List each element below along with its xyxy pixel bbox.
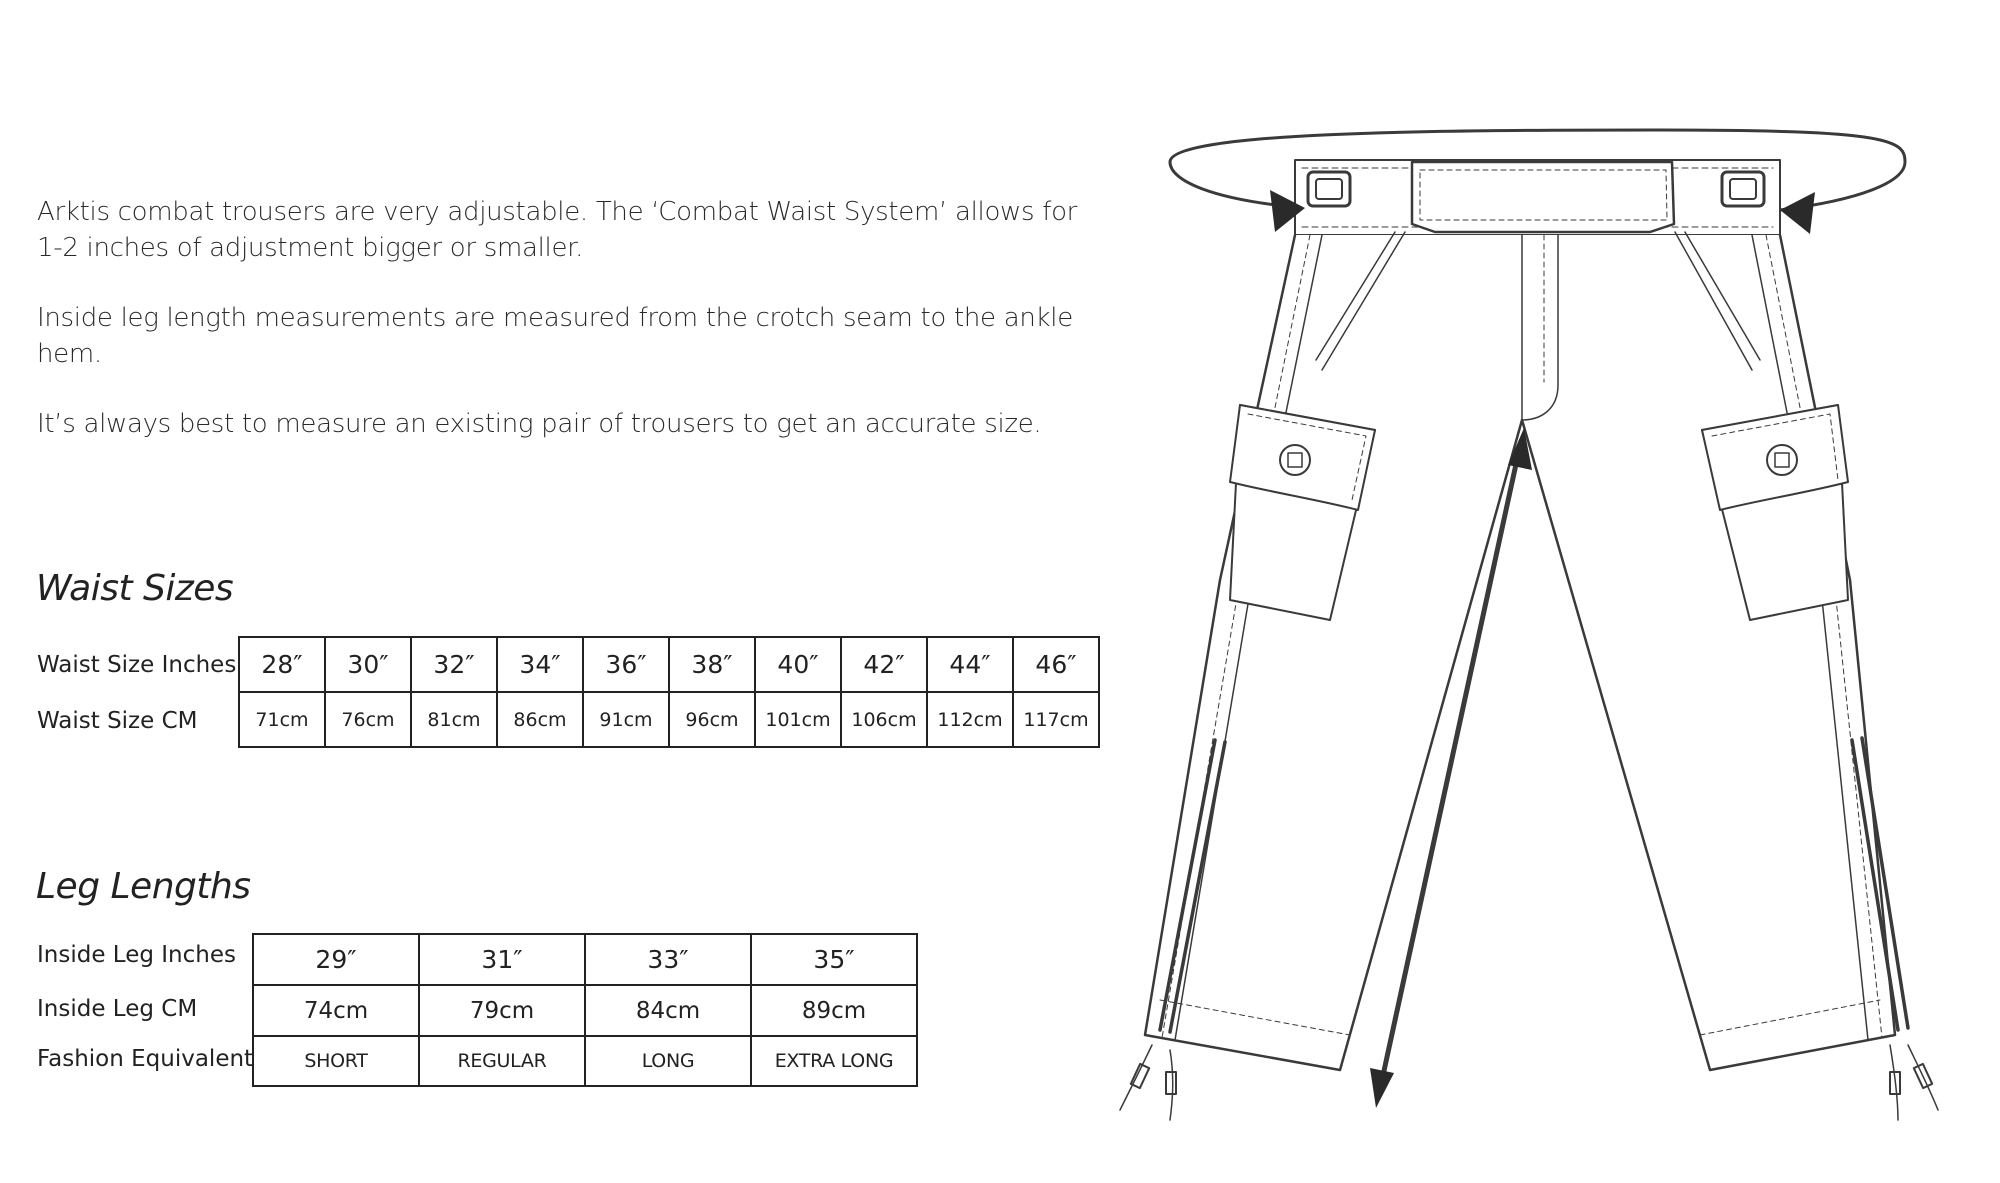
leg-inches-row: 29″ 31″ 33″ 35″ — [252, 933, 918, 986]
leg-cm-label: Inside Leg CM — [37, 996, 198, 1022]
waist-cm-cell: 81cm — [410, 691, 498, 748]
waist-cm-row: 71cm 76cm 81cm 86cm 91cm 96cm 101cm 106c… — [238, 691, 1100, 748]
waist-cm-label: Waist Size CM — [37, 708, 198, 734]
leg-inch-cell: 31″ — [418, 933, 586, 986]
waist-cm-cell: 117cm — [1012, 691, 1100, 748]
waist-cm-cell: 86cm — [496, 691, 584, 748]
waist-inch-cell: 28″ — [238, 636, 326, 693]
right-buckle — [1720, 170, 1766, 208]
inside-leg-arrow-top-head — [1508, 428, 1532, 470]
leg-cm-cell: 79cm — [418, 984, 586, 1037]
left-pocket-button — [1279, 444, 1311, 476]
intro-paragraph-adjustable: Arktis combat trousers are very adjustab… — [37, 197, 1078, 263]
leg-inch-cell: 29″ — [252, 933, 420, 986]
waist-inch-cell: 30″ — [324, 636, 412, 693]
waist-inch-cell: 46″ — [1012, 636, 1100, 693]
leg-length-table: 29″ 31″ 33″ 35″ 74cm 79cm 84cm 89cm SHOR… — [252, 933, 918, 1087]
left-leg-zip — [1158, 738, 1227, 1034]
leg-lengths-title: Leg Lengths — [36, 866, 251, 907]
waist-inch-cell: 38″ — [668, 636, 756, 693]
waist-cm-cell: 91cm — [582, 691, 670, 748]
leg-cm-cell: 74cm — [252, 984, 420, 1037]
leg-fashion-cell: REGULAR — [418, 1035, 586, 1087]
leg-cm-cell: 89cm — [750, 984, 918, 1037]
leg-cm-cell: 84cm — [584, 984, 752, 1037]
intro-paragraph-measure-tip: It’s always best to measure an existing … — [37, 409, 1042, 439]
left-buckle — [1306, 170, 1352, 208]
inside-leg-arrow-bottom-head — [1370, 1068, 1394, 1108]
right-leg-zip — [1850, 736, 1910, 1032]
right-hem-stitching — [1699, 999, 1881, 1036]
waist-panel — [1410, 160, 1676, 234]
waist-inch-cell: 42″ — [840, 636, 928, 693]
right-pocket-button — [1766, 444, 1798, 476]
waist-inch-cell: 40″ — [754, 636, 842, 693]
inside-leg-arrow — [1379, 452, 1521, 1083]
waist-circumference-line — [1168, 128, 1907, 212]
waist-size-table: 28″ 30″ 32″ 34″ 36″ 38″ 40″ 42″ 44″ 46″ … — [238, 636, 1100, 748]
intro-paragraph-inside-leg: Inside leg length measurements are measu… — [37, 303, 1073, 369]
waist-inch-cell: 36″ — [582, 636, 670, 693]
trousers-diagram — [1119, 128, 1939, 1121]
waist-cm-cell: 106cm — [840, 691, 928, 748]
waist-cm-cell: 101cm — [754, 691, 842, 748]
waist-inches-label: Waist Size Inches — [37, 652, 237, 678]
waist-cm-cell: 76cm — [324, 691, 412, 748]
trouser-outline — [1143, 233, 1897, 1072]
leg-fashion-label: Fashion Equivalent — [37, 1046, 254, 1072]
waist-inch-cell: 34″ — [496, 636, 584, 693]
right-drawcord — [1889, 1044, 1939, 1121]
left-hem-stitching — [1159, 999, 1351, 1036]
leg-fashion-cell: EXTRA LONG — [750, 1035, 918, 1087]
waist-panel-stitching — [1419, 169, 1668, 221]
waist-cm-cell: 96cm — [668, 691, 756, 748]
waist-inches-row: 28″ 30″ 32″ 34″ 36″ 38″ 40″ 42″ 44″ 46″ — [238, 636, 1100, 693]
waist-arrow-right-head — [1780, 192, 1815, 234]
leg-inch-cell: 33″ — [584, 933, 752, 986]
leg-inches-label: Inside Leg Inches — [37, 942, 236, 968]
left-pocket-opening — [1315, 231, 1406, 371]
waist-arrow-left-head — [1270, 190, 1305, 232]
right-pocket-opening — [1674, 231, 1761, 371]
intro-text: Arktis combat trousers are very adjustab… — [37, 194, 1097, 476]
left-drawcord — [1119, 1044, 1174, 1121]
waist-inch-cell: 44″ — [926, 636, 1014, 693]
waist-cm-cell: 112cm — [926, 691, 1014, 748]
leg-fashion-cell: LONG — [584, 1035, 752, 1087]
leg-fashion-cell: SHORT — [252, 1035, 420, 1087]
waist-sizes-title: Waist Sizes — [36, 568, 234, 609]
waist-cm-cell: 71cm — [238, 691, 326, 748]
fly — [1521, 234, 1559, 421]
leg-inch-cell: 35″ — [750, 933, 918, 986]
waist-inch-cell: 32″ — [410, 636, 498, 693]
leg-cm-row: 74cm 79cm 84cm 89cm — [252, 984, 918, 1037]
leg-fashion-row: SHORT REGULAR LONG EXTRA LONG — [252, 1035, 918, 1087]
